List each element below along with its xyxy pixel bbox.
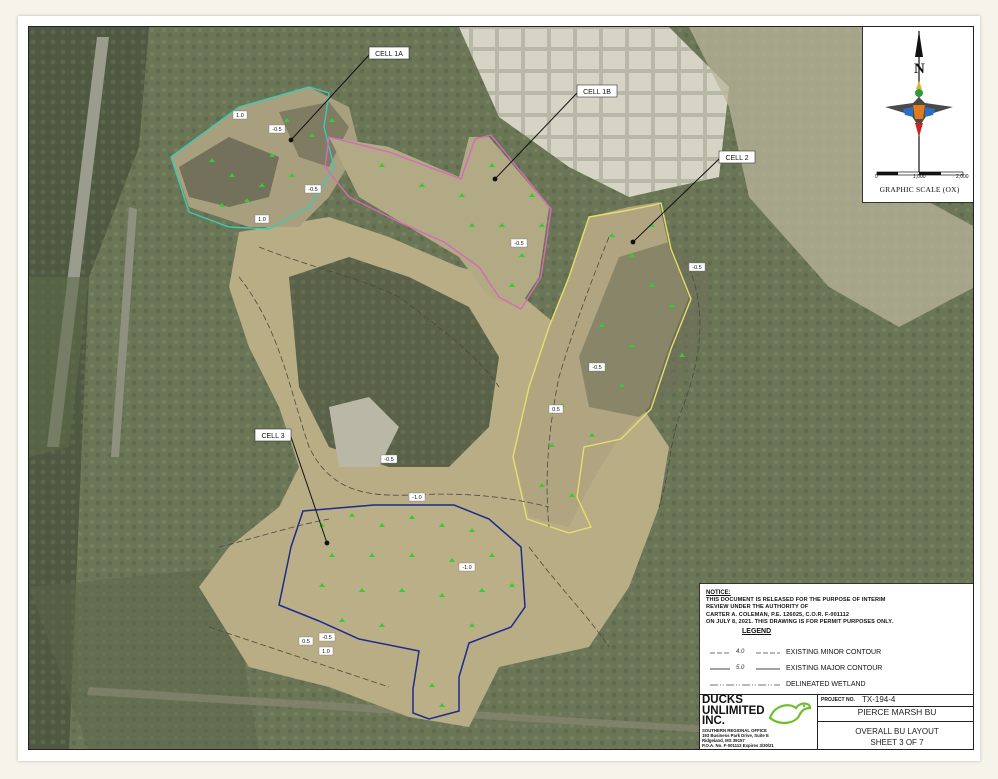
contour-label: -0.5 — [692, 265, 701, 271]
southwest-land — [29, 567, 259, 749]
notice-title: NOTICE: — [706, 590, 731, 596]
minor-contour-sample: 4.0 — [736, 649, 745, 655]
company-line: UNLIMITED — [702, 704, 765, 717]
contour-label: -1.0 — [412, 495, 421, 501]
company-name: DUCKS UNLIMITED INC. — [702, 695, 765, 727]
legend-title: LEGEND — [742, 628, 772, 635]
tidal-flat-northeast — [689, 27, 973, 327]
legend-label: EXISTING MAJOR CONTOUR — [786, 665, 883, 672]
office-line: Ridgeland, MS 39157 — [702, 738, 745, 743]
contour-label: 1.0 — [258, 217, 266, 223]
cell-1a-label: CELL 1A — [375, 51, 403, 58]
cell-3-fill — [279, 505, 525, 719]
cell-3-label: CELL 3 — [261, 433, 284, 440]
duck-logo-icon — [768, 702, 812, 724]
notice-line: THIS DOCUMENT IS RELEASED FOR THE PURPOS… — [706, 597, 886, 603]
legend-item-wetland: DELINEATED WETLAND — [710, 680, 970, 690]
contour-label: -0.5 — [308, 187, 317, 193]
west-upland — [29, 27, 149, 749]
contour-value-labels: 1.0 -0.5 -0.5 1.0 -0.5 0.5 -0.5 -0.5 -0.… — [232, 110, 706, 656]
cell-2-boundary — [512, 202, 692, 534]
cell-2-label: CELL 2 — [725, 155, 748, 162]
contour-label: 0.5 — [552, 407, 560, 413]
scale-tick-label: 0 — [875, 174, 878, 180]
notice-text: THIS DOCUMENT IS RELEASED FOR THE PURPOS… — [706, 597, 968, 627]
sheet-title-cell: OVERALL BU LAYOUT SHEET 3 OF 7 — [818, 721, 973, 749]
major-contour-sample: 5.0 — [736, 665, 745, 671]
sheet-title: OVERALL BU LAYOUT — [855, 727, 939, 736]
notice-line: ON JULY 8, 2021. THIS DRAWING IS FOR PER… — [706, 619, 894, 626]
cell-label-boxes — [254, 46, 756, 442]
cell-leader-lines — [290, 54, 720, 544]
leader-end-dots — [288, 137, 636, 546]
legend-label: DELINEATED WETLAND — [786, 681, 866, 688]
contour-label: 1.0 — [236, 113, 244, 119]
office-line: SOUTHERN REGIONAL OFFICE — [702, 728, 767, 733]
island-flat — [329, 397, 399, 467]
contour-lines — [208, 236, 701, 688]
project-number-row: PROJECT NO. TX-194-4 — [818, 695, 973, 707]
cell-1b-label: CELL 1B — [583, 89, 611, 96]
west-field — [29, 277, 89, 457]
office-line: P.O.A. No. F-001112 Expires 3/30/21 — [702, 743, 774, 748]
contour-label: 1.0 — [322, 649, 330, 655]
minor-contour-swatch — [710, 652, 780, 654]
cell-1b-boundary — [324, 134, 552, 310]
office-address: SOUTHERN REGIONAL OFFICE 193 Business Pa… — [702, 728, 774, 748]
company-cell: DUCKS UNLIMITED INC. SOUTHERN REGIONAL O… — [700, 695, 818, 749]
major-contour-swatch — [710, 668, 780, 670]
legend-label: EXISTING MINOR CONTOUR — [786, 649, 882, 656]
project-number: TX-194-4 — [862, 695, 896, 704]
notes-legend-panel: NOTICE: THIS DOCUMENT IS RELEASED FOR TH… — [699, 583, 973, 695]
company-line: DUCKS — [702, 694, 743, 706]
taxiway — [111, 207, 137, 457]
contour-label: -0.5 — [592, 365, 601, 371]
contour-label: -0.5 — [272, 127, 281, 133]
contour-label: -0.5 — [384, 457, 393, 463]
north-arrow-panel: N 0 1,000 2,000 GRAPHIC SCALE (OX) — [862, 27, 973, 203]
project-name: PIERCE MARSH BU — [857, 707, 937, 717]
contour-label: 0.5 — [302, 639, 310, 645]
graphic-scale-title: GRAPHIC SCALE (OX) — [879, 185, 960, 194]
sheet-number: SHEET 3 OF 7 — [870, 738, 924, 747]
drawing-frame: CELL 1A CELL 1B CELL 2 CELL 3 1.0 -0.5 -… — [28, 26, 974, 750]
scale-tick-label: 2,000 — [956, 174, 969, 180]
title-block: DUCKS UNLIMITED INC. SOUTHERN REGIONAL O… — [699, 694, 973, 749]
company-line: INC. — [702, 715, 725, 727]
cell-1a-marsh-2 — [279, 102, 349, 167]
contour-label: -0.5 — [322, 635, 331, 641]
office-line: 193 Business Park Drive, Suite E — [702, 733, 769, 738]
wetland-swatch — [710, 684, 780, 686]
notice-line: REVIEW UNDER THE AUTHORITY OF — [706, 604, 809, 611]
cell-1a-marsh-1 — [179, 137, 279, 207]
planting-markers — [209, 118, 685, 707]
cell-2-marsh — [579, 242, 709, 417]
legend-item-major-contour: 5.0 EXISTING MAJOR CONTOUR — [710, 664, 970, 674]
scale-tick-label: 1,000 — [913, 174, 926, 180]
cell-3-boundary — [278, 504, 526, 720]
project-number-label: PROJECT NO. — [821, 697, 855, 703]
legend-item-minor-contour: 4.0 EXISTING MINOR CONTOUR — [710, 648, 970, 658]
north-arrow-duck-icon — [876, 31, 964, 176]
north-letter: N — [914, 61, 925, 77]
notice-line: CARTER A. COLEMAN, P.E. 126025, C.O.R. F… — [706, 611, 850, 618]
contour-label: -1.0 — [462, 565, 471, 571]
dredge-ponds — [459, 27, 729, 197]
cell-1a-boundary — [170, 86, 335, 230]
contour-label: -0.5 — [514, 241, 523, 247]
